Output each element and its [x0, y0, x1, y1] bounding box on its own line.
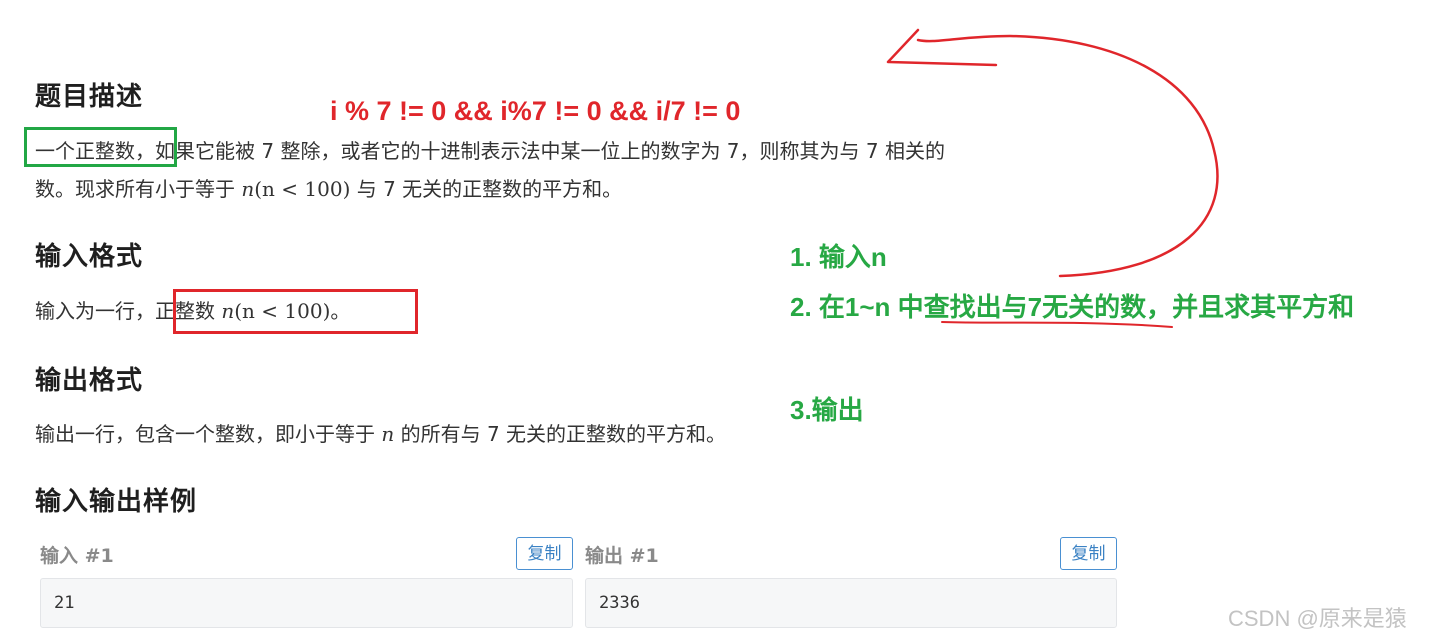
- input-format-post: 。: [330, 299, 351, 323]
- description-heading: 题目描述: [35, 82, 144, 112]
- samples-heading: 输入输出样例: [35, 487, 198, 517]
- input-format-heading: 输入格式: [35, 242, 144, 272]
- step-1-annotation: 1. 输入n: [790, 242, 887, 272]
- condition-annotation: i % 7 != 0 && i%7 != 0 && i/7 != 0: [330, 96, 741, 126]
- description-line-2: 数。现求所有小于等于 n(n < 100) 与 7 无关的正整数的平方和。: [35, 170, 622, 208]
- input-format-text: 输入为一行，正整数 n(n < 100)。: [35, 292, 350, 330]
- math-n: n: [241, 177, 255, 201]
- step-3-annotation: 3.输出: [790, 395, 864, 425]
- sample-output-box[interactable]: 2336: [585, 578, 1117, 628]
- sample-output-label: 输出 #1: [585, 545, 659, 567]
- description-highlight-text: 一个正整数，: [35, 139, 155, 163]
- math-constraint: (n < 100): [254, 177, 351, 201]
- red-highlight-box: [173, 289, 418, 334]
- sample-input-label: 输入 #1: [40, 545, 114, 567]
- copy-input-button[interactable]: 复制: [516, 537, 573, 570]
- output-format-text: 输出一行，包含一个整数，即小于等于 n 的所有与 7 无关的正整数的平方和。: [35, 415, 726, 453]
- output-format-pre: 输出一行，包含一个整数，即小于等于: [35, 422, 382, 446]
- math-n: n: [221, 299, 235, 323]
- csdn-watermark: CSDN @原来是猿: [1228, 606, 1407, 631]
- description-line-1-rest: 如果它能被 7 整除，或者它的十进制表示法中某一位上的数字为 7，则称其为与 7…: [155, 139, 945, 163]
- output-format-post: 的所有与 7 无关的正整数的平方和。: [394, 422, 727, 446]
- description-line-2-pre: 数。现求所有小于等于: [35, 177, 242, 201]
- green-highlight-box: [24, 127, 177, 167]
- input-format-pre: 输入为一行，: [35, 299, 155, 323]
- input-format-boxed-text: 正整数: [155, 299, 222, 323]
- sample-input-box[interactable]: 21: [40, 578, 573, 628]
- description-line-1: 一个正整数，如果它能被 7 整除，或者它的十进制表示法中某一位上的数字为 7，则…: [35, 132, 945, 170]
- step-2-annotation: 2. 在1~n 中查找出与7无关的数，并且求其平方和: [790, 292, 1355, 322]
- curved-arrow-stroke: [916, 34, 1219, 278]
- output-format-heading: 输出格式: [35, 366, 144, 396]
- math-constraint: (n < 100): [234, 299, 331, 323]
- description-line-2-post: 与 7 无关的正整数的平方和。: [350, 177, 623, 201]
- math-n: n: [381, 422, 395, 446]
- arrowhead-stroke: [886, 28, 998, 67]
- copy-output-button[interactable]: 复制: [1060, 537, 1117, 570]
